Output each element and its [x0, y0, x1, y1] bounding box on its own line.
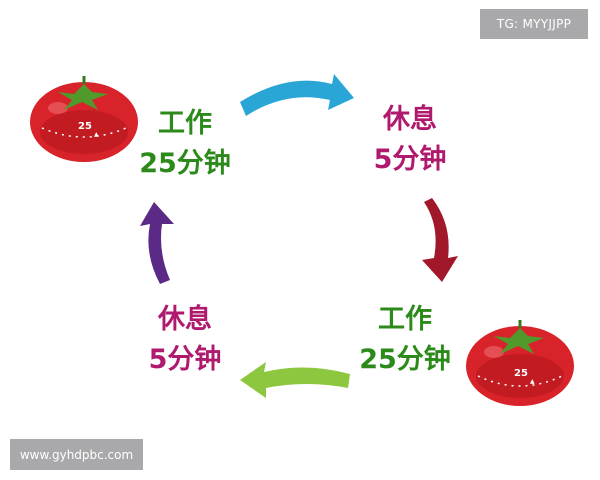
- dial-number: 25: [514, 368, 528, 379]
- watermark-tg: TG: MYYJJPP: [480, 9, 588, 39]
- tomato-timer-icon: 25 ▲: [466, 320, 574, 406]
- label-title: 休息: [383, 104, 437, 135]
- label-duration: 5分钟: [373, 144, 447, 175]
- label-duration: 25分钟: [139, 148, 231, 179]
- arrow-left-up-icon: [140, 202, 174, 284]
- arrow-bottom-left-icon: [240, 362, 350, 398]
- watermark-url: www.gyhdpbc.com: [10, 439, 143, 470]
- svg-text:▲: ▲: [530, 378, 535, 385]
- svg-text:▲: ▲: [94, 131, 99, 138]
- arrow-top-shape: [240, 74, 354, 116]
- arrow-bottom-shape: [240, 362, 350, 398]
- label-duration: 25分钟: [359, 344, 451, 375]
- label-title: 休息: [158, 304, 212, 335]
- label-title: 工作: [158, 108, 212, 139]
- arrow-top-right-icon: [240, 74, 354, 116]
- label-rest-top-right: 休息 5分钟: [345, 100, 475, 180]
- label-duration: 5分钟: [148, 344, 222, 375]
- label-rest-bottom-left: 休息 5分钟: [120, 300, 250, 380]
- arrow-left-shape: [140, 202, 174, 284]
- label-title: 工作: [378, 304, 432, 335]
- label-work-bottom-right: 工作 25分钟: [340, 300, 470, 380]
- arrow-right-shape: [422, 198, 458, 282]
- dial-number: 25: [78, 121, 92, 132]
- arrow-right-down-icon: [422, 198, 458, 282]
- label-work-top-left: 工作 25分钟: [120, 104, 250, 184]
- tomato-timer-icon: 25 ▲: [30, 76, 138, 162]
